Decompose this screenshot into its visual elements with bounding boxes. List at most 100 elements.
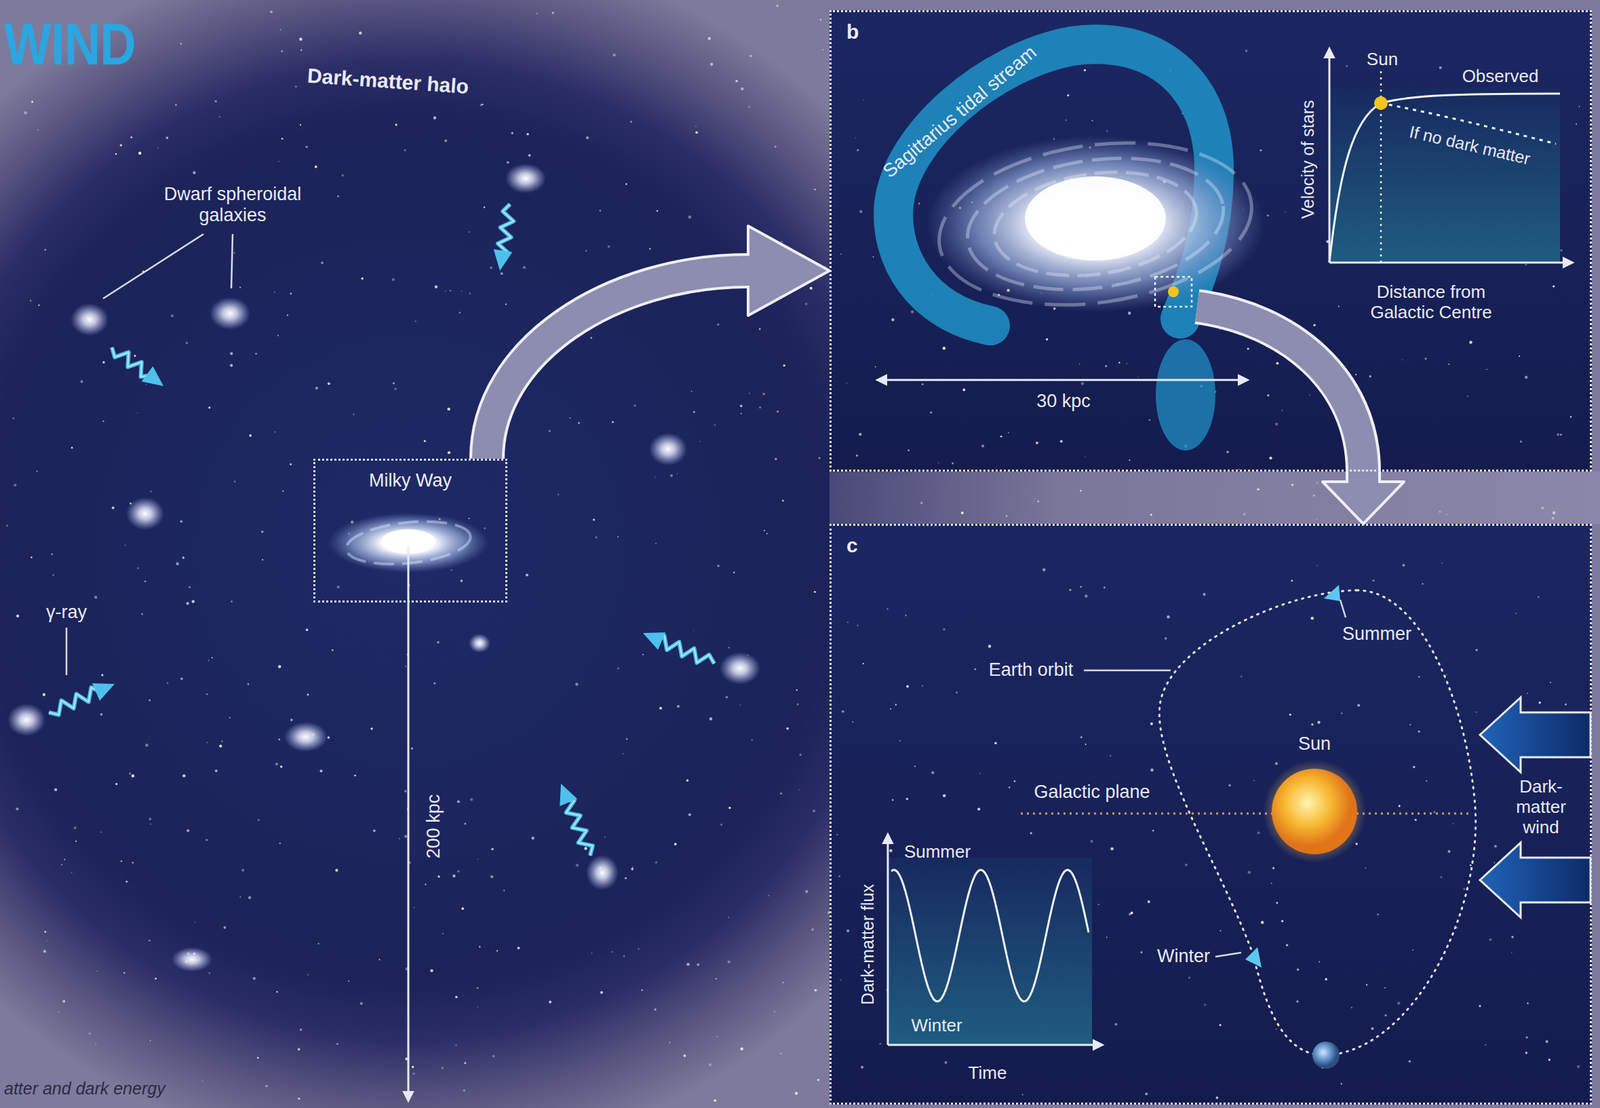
star-dot (1355, 842, 1358, 845)
rotation-curve-chart (1329, 48, 1573, 263)
star-dot (314, 165, 318, 169)
star-dot (239, 286, 241, 289)
star-dot (1366, 983, 1368, 985)
star-dot (1414, 818, 1417, 821)
star-dot (1549, 681, 1552, 684)
axis-label: Dark-matter flux (857, 883, 878, 1005)
star-dot (920, 501, 923, 504)
illustration-ellipse (925, 135, 1265, 312)
star-dot (1402, 563, 1406, 567)
star-dot (43, 949, 47, 953)
star-dot (378, 958, 380, 960)
star-dot (80, 379, 83, 383)
panel-ground (829, 523, 1592, 1105)
star-dot (444, 290, 447, 292)
star-dot (799, 753, 802, 756)
gamma-ray-highlight (566, 799, 593, 856)
star-dot (206, 742, 207, 743)
star-dot (1022, 1093, 1024, 1095)
star-dot (463, 1061, 466, 1064)
star-dot (1340, 712, 1343, 714)
illustration-polygon (1479, 697, 1591, 772)
star-dot (775, 4, 779, 8)
star-dot (148, 939, 151, 942)
star-dot (988, 644, 991, 648)
star-dot (1275, 761, 1278, 765)
star-dot (1418, 730, 1421, 733)
star-dot (611, 421, 614, 424)
star-dot (1526, 1001, 1529, 1004)
star-dot (714, 423, 716, 426)
star-dot (1313, 323, 1316, 327)
star-dot (1316, 564, 1318, 567)
star-dot (899, 739, 902, 742)
star-dot (370, 727, 373, 730)
star-dot (115, 782, 118, 785)
star-dot (1537, 596, 1539, 598)
star-dot (290, 718, 294, 721)
star-dot (1081, 381, 1084, 385)
star-dot (686, 962, 690, 966)
star-dot (145, 383, 148, 386)
star-dot (727, 959, 730, 963)
star-dot (879, 1042, 882, 1045)
star-dot (180, 42, 182, 45)
star-dot (1575, 123, 1577, 125)
star-dot (668, 1041, 671, 1044)
star-dot (688, 215, 692, 220)
gamma-ray-head (559, 783, 578, 806)
callout-label: Sun (1298, 733, 1331, 755)
star-dot (154, 977, 157, 980)
star-dot (846, 929, 850, 932)
star-dot (230, 600, 232, 602)
star-dot (133, 354, 136, 357)
star-dot (633, 404, 636, 407)
star-dot (798, 788, 800, 790)
star-dot (1284, 211, 1286, 213)
star-dot (640, 988, 643, 991)
star-dot (148, 817, 152, 821)
star-dot (1526, 692, 1529, 694)
illustration-path (103, 233, 204, 299)
star-dot (817, 1078, 820, 1081)
star-dot (774, 145, 777, 148)
star-dot (1080, 735, 1083, 738)
star-dot (1525, 1051, 1529, 1055)
chart-marker-label: Sun (1366, 49, 1398, 70)
star-dot (548, 1000, 552, 1004)
star-dot (1311, 616, 1314, 620)
star-dot (1216, 1096, 1219, 1099)
star-dot (1042, 567, 1046, 572)
star-dot (1489, 938, 1493, 941)
star-dot (1013, 779, 1017, 783)
star-dot (64, 858, 66, 861)
star-dot (691, 390, 693, 393)
star-dot (299, 1028, 302, 1031)
star-dot (762, 392, 766, 396)
star-dot (424, 883, 426, 885)
gamma-ray-highlight (659, 635, 715, 664)
star-dot (1484, 1043, 1487, 1046)
star-dot (166, 136, 169, 140)
illustration-ellipse (649, 432, 688, 466)
star-dot (820, 18, 823, 22)
star-dot (1576, 1064, 1580, 1068)
illustration-rect (1329, 86, 1560, 263)
star-dot (331, 649, 334, 652)
star-dot (170, 314, 174, 317)
star-dot (1035, 441, 1039, 445)
star-dot (931, 771, 934, 774)
star-dot (656, 210, 659, 213)
star-dot (611, 950, 614, 953)
star-dot (403, 149, 407, 152)
star-dot (202, 1079, 204, 1082)
star-dot (929, 411, 932, 414)
star-dot (569, 417, 571, 419)
star-dot (758, 406, 762, 409)
star-dot (241, 868, 245, 871)
star-dot (1433, 810, 1436, 813)
star-dot (1409, 723, 1412, 726)
star-dot (335, 868, 338, 872)
star-dot (889, 848, 893, 852)
star-dot (874, 366, 877, 368)
